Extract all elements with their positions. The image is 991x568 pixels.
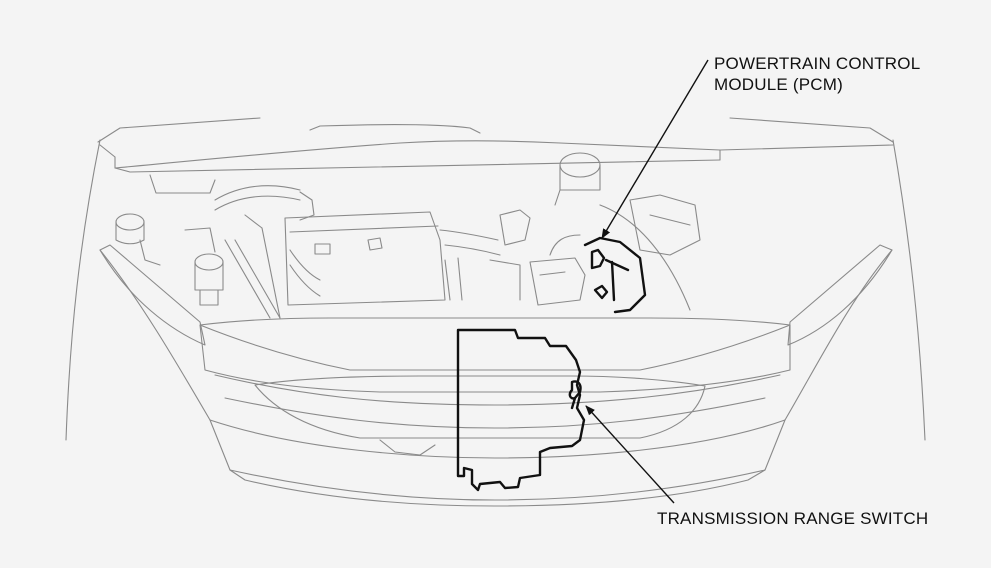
transmission-range-switch-callout: TRANSMISSION RANGE SWITCH [657, 509, 929, 528]
fuel-lines [439, 209, 531, 301]
grille [254, 375, 706, 456]
coolant-reservoir [115, 213, 161, 266]
transmission-range-switch [568, 380, 582, 410]
intake-hoses [214, 185, 315, 319]
pcm-module [583, 236, 647, 314]
engine-valve-cover [284, 211, 446, 306]
pcm-leader-line [601, 59, 709, 239]
front-bumper [199, 317, 791, 429]
vehicle-body-outline [65, 117, 926, 507]
pcm-callout-line2: MODULE (PCM) [714, 75, 843, 94]
left-headlight [99, 244, 206, 346]
trs-leader-line [585, 405, 675, 504]
right-headlight [787, 244, 893, 346]
transmission-housing [456, 328, 586, 492]
hood-cowl [99, 124, 894, 194]
battery-area [529, 234, 586, 306]
brake-fluid-reservoir [184, 227, 224, 306]
pcm-callout-line1: POWERTRAIN CONTROL [714, 54, 921, 73]
right-components [554, 152, 701, 311]
